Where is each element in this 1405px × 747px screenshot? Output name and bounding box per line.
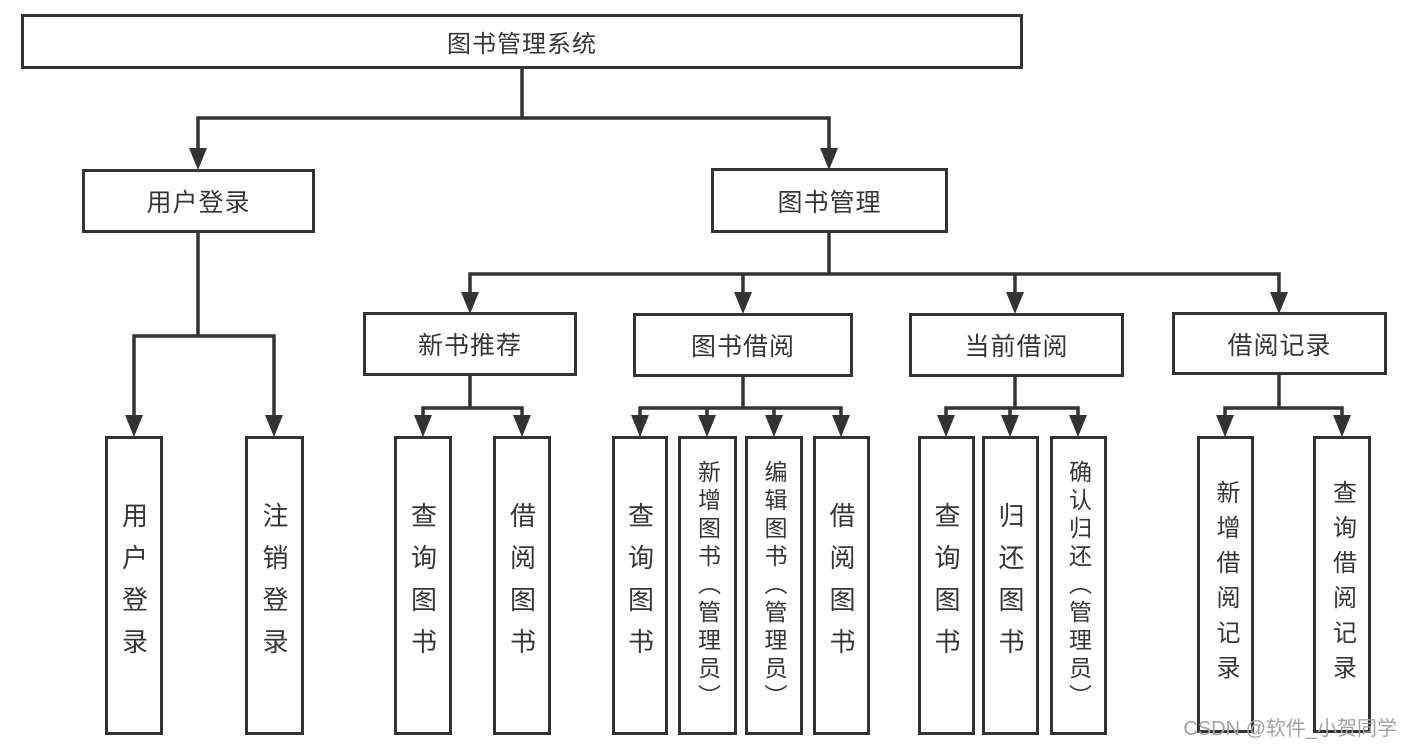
node-borrow-records: 借阅记录 [1172, 312, 1387, 375]
leaf-user-login: 用户登录 [105, 436, 163, 735]
leaf-nbr-query-book: 查询图书 [394, 436, 452, 735]
leaf-cb-return-book: 归还图书 [982, 436, 1039, 735]
leaf-cb-query-book-label: 查询图书 [931, 501, 961, 670]
leaf-br-add-record: 新增借阅记录 [1197, 436, 1254, 733]
leaf-cb-return-book-label: 归还图书 [995, 501, 1025, 670]
leaf-nbr-query-book-label: 查询图书 [407, 501, 438, 670]
leaf-cb-confirm-return-admin-label: 确认归还（管理员） [1065, 459, 1092, 712]
connector-book-mgmt-to-level3 [461, 229, 1288, 314]
leaf-br-add-record-label: 新增借阅记录 [1212, 479, 1239, 690]
node-user-login-label: 用户登录 [146, 189, 251, 217]
leaf-bb-borrow-book: 借阅图书 [813, 436, 870, 735]
connector-root-to-level2 [189, 65, 838, 170]
node-root: 图书管理系统 [21, 14, 1023, 69]
leaf-bb-edit-book-admin-label: 编辑图书（管理员） [761, 459, 787, 712]
leaf-bb-add-book-admin: 新增图书（管理员） [678, 436, 737, 735]
connector-user-login-children [125, 230, 283, 437]
leaf-user-login-label: 用户登录 [118, 501, 149, 670]
connector-current-borrow-children [937, 374, 1087, 437]
leaf-bb-edit-book-admin: 编辑图书（管理员） [745, 436, 803, 735]
node-book-borrow-label: 图书借阅 [690, 333, 795, 361]
connector-new-book-children [414, 373, 531, 437]
leaf-br-query-record-label: 查询借阅记录 [1328, 479, 1356, 690]
leaf-logout: 注销登录 [245, 436, 304, 735]
leaf-bb-borrow-book-label: 借阅图书 [826, 501, 856, 670]
node-user-login: 用户登录 [82, 169, 315, 233]
node-current-borrow: 当前借阅 [909, 313, 1124, 377]
node-book-borrow: 图书借阅 [633, 313, 853, 377]
connector-borrow-records-children [1216, 372, 1351, 437]
leaf-nbr-borrow-book-label: 借阅图书 [506, 501, 537, 670]
leaf-logout-label: 注销登录 [259, 501, 289, 670]
leaf-nbr-borrow-book: 借阅图书 [493, 436, 551, 735]
node-borrow-records-label: 借阅记录 [1227, 331, 1332, 360]
connector-book-borrow-children [631, 374, 850, 437]
node-current-borrow-label: 当前借阅 [964, 333, 1069, 361]
leaf-bb-query-book: 查询图书 [612, 436, 668, 735]
node-new-book-rec-label: 新书推荐 [417, 332, 522, 360]
leaf-bb-add-book-admin-label: 新增图书（管理员） [694, 459, 721, 712]
leaf-br-query-record: 查询借阅记录 [1313, 436, 1371, 733]
watermark: CSDN @软件_小贺同学 [1183, 718, 1397, 740]
leaf-cb-confirm-return-admin: 确认归还（管理员） [1050, 436, 1107, 735]
node-book-mgmt-label: 图书管理 [777, 188, 882, 217]
node-new-book-rec: 新书推荐 [363, 312, 577, 376]
node-book-mgmt: 图书管理 [711, 168, 948, 233]
leaf-cb-query-book: 查询图书 [918, 436, 975, 735]
node-root-label: 图书管理系统 [447, 31, 597, 58]
leaf-bb-query-book-label: 查询图书 [624, 501, 655, 670]
